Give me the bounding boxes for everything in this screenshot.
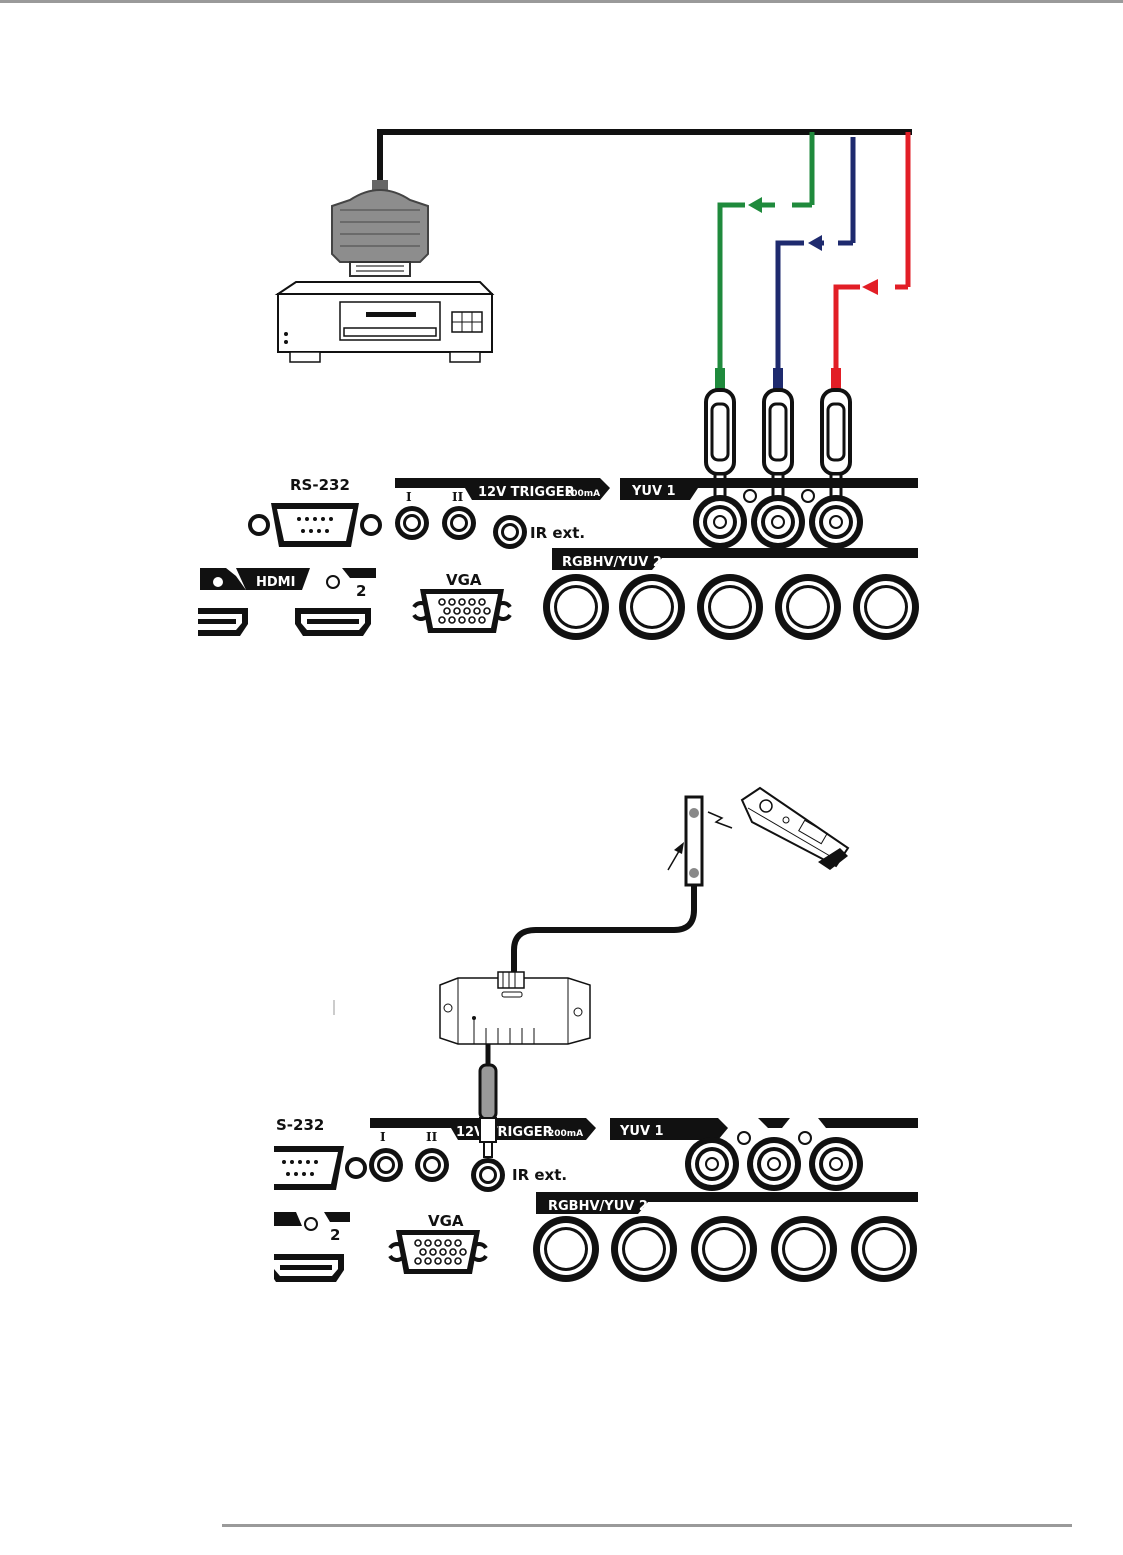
bottom-rule bbox=[222, 1524, 1072, 1527]
trigger-rating: 200mA bbox=[565, 489, 600, 499]
bnc-g-port bbox=[619, 574, 685, 640]
trigger-label-2: 12V TRIGGER bbox=[456, 1125, 553, 1140]
green-rca-plug-icon bbox=[704, 368, 736, 506]
ir-ext-label-2: IR ext. bbox=[512, 1166, 567, 1184]
bnc-v-port-2 bbox=[851, 1216, 917, 1282]
yuv1-pb-jack-2 bbox=[746, 1136, 802, 1192]
vga-port bbox=[412, 587, 512, 635]
hdmi-2-port-2 bbox=[268, 1254, 344, 1282]
rs232-label-2: S-232 bbox=[276, 1116, 324, 1134]
ir-signal-icon bbox=[707, 811, 733, 829]
green-cable bbox=[717, 132, 815, 368]
ir-interface-box-icon bbox=[439, 971, 591, 1045]
dvd-player-icon bbox=[274, 281, 495, 363]
hdmi-header: HDMI bbox=[200, 568, 376, 590]
yuv1-pb-jack bbox=[750, 494, 806, 550]
rgbhv-header: RGBHV/YUV 2 bbox=[552, 548, 918, 570]
vga-label: VGA bbox=[446, 571, 482, 589]
trigger-rating-2: 200mA bbox=[548, 1129, 583, 1139]
bnc-b-port-2 bbox=[691, 1216, 757, 1282]
yuv1-label-2: YUV 1 bbox=[619, 1124, 664, 1139]
green-arrow-icon bbox=[748, 197, 762, 213]
yuv1-header: YUV 1 bbox=[620, 478, 918, 500]
yuv1-y-jack bbox=[692, 494, 748, 550]
rgbhv-label: RGBHV/YUV 2 bbox=[562, 555, 662, 570]
hdmi-2-label-2: 2 bbox=[330, 1226, 340, 1244]
trigger-ii-jack bbox=[442, 506, 476, 540]
yuv1-y-jack-2 bbox=[684, 1136, 740, 1192]
bnc-g-port-2 bbox=[611, 1216, 677, 1282]
bnc-r-port-2 bbox=[533, 1216, 599, 1282]
trigger-ii-label: II bbox=[452, 490, 464, 504]
trigger-i-jack bbox=[395, 506, 429, 540]
rgbhv-header-2: RGBHV/YUV 2 bbox=[536, 1192, 918, 1214]
scart-cable bbox=[377, 129, 912, 250]
trigger-header: 12V TRIGGER 200mA bbox=[395, 478, 610, 500]
top-rule bbox=[0, 0, 1123, 3]
trigger-ii-jack-2 bbox=[415, 1148, 449, 1182]
ir-ext-jack-2 bbox=[471, 1158, 505, 1192]
bnc-h-port bbox=[775, 574, 841, 640]
trigger-i-jack-2 bbox=[369, 1148, 403, 1182]
trigger-label: 12V TRIGGER bbox=[478, 485, 575, 500]
yuv1-pr-jack bbox=[808, 494, 864, 550]
ir-ext-jack bbox=[493, 515, 527, 549]
hdmi-2-label: 2 bbox=[356, 582, 366, 600]
ir-ext-label: IR ext. bbox=[530, 524, 585, 542]
hdmi-2-port bbox=[295, 608, 371, 636]
bnc-r-port bbox=[543, 574, 609, 640]
red-arrow-icon bbox=[862, 279, 878, 295]
scart-plug-icon bbox=[331, 180, 429, 277]
trigger-i-label-2: I bbox=[380, 1130, 386, 1144]
blue-cable bbox=[775, 137, 856, 368]
ir-cable bbox=[511, 885, 697, 972]
ir-receiver-icon bbox=[684, 795, 704, 887]
yuv1-label: YUV 1 bbox=[631, 484, 676, 499]
hdmi-header-2 bbox=[270, 1212, 350, 1226]
rs232-label: RS-232 bbox=[290, 476, 350, 494]
remote-control-icon bbox=[740, 786, 850, 870]
red-rca-plug-icon bbox=[820, 368, 852, 506]
diagram-scart-yuv: RS-232 12V TRIGGER 200mA I II YUV 1 IR e… bbox=[0, 129, 919, 680]
hdmi-label: HDMI bbox=[256, 575, 295, 590]
trigger-i-label: I bbox=[406, 490, 412, 504]
blue-arrow-icon bbox=[808, 235, 822, 251]
blue-rca-plug-icon bbox=[762, 368, 794, 506]
vga-label-2: VGA bbox=[428, 1212, 464, 1230]
rgbhv-label-2: RGBHV/YUV 2 bbox=[548, 1199, 648, 1214]
red-cable bbox=[833, 132, 911, 368]
bnc-h-port-2 bbox=[771, 1216, 837, 1282]
bnc-b-port bbox=[697, 574, 763, 640]
bnc-v-port bbox=[853, 574, 919, 640]
rs232-port bbox=[248, 501, 382, 549]
diagram-ir-extender: S-232 12V TRIGGER 200mA I II YUV 1 IR ex… bbox=[0, 786, 918, 1300]
yuv1-pr-jack-2 bbox=[808, 1136, 864, 1192]
yuv1-header-2: YUV 1 bbox=[610, 1118, 918, 1140]
trigger-ii-label-2: II bbox=[426, 1130, 438, 1144]
vga-port-2 bbox=[388, 1228, 488, 1276]
